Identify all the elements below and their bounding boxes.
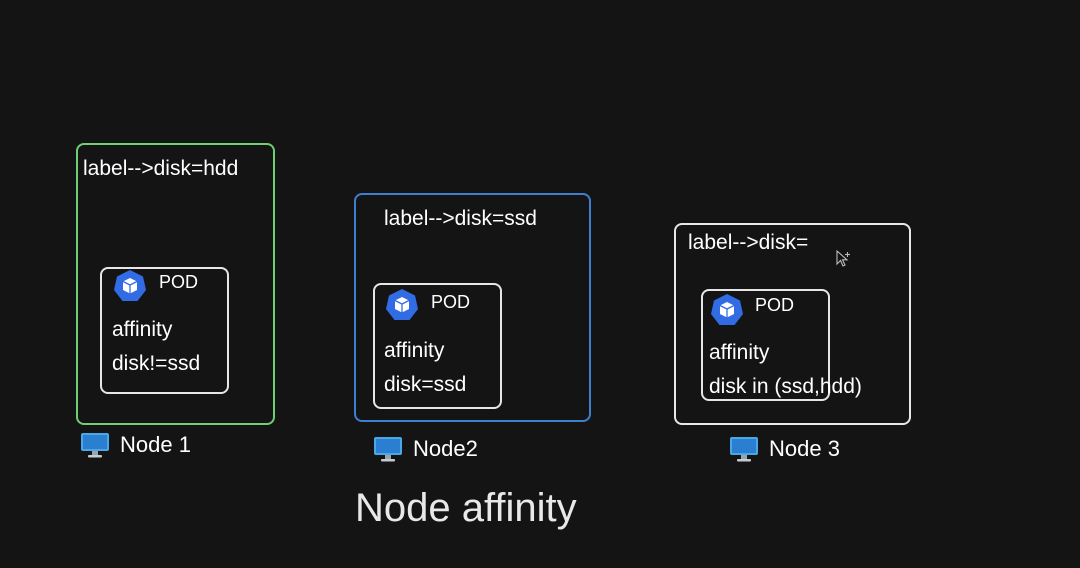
computer-monitor-icon bbox=[81, 433, 109, 458]
node-1-pod-affinity: affinity bbox=[112, 318, 173, 341]
node-3-name: Node 3 bbox=[769, 436, 840, 461]
node-2-caption: Node2 bbox=[373, 436, 478, 462]
node-1-caption: Node 1 bbox=[80, 432, 191, 458]
computer-monitor-icon bbox=[730, 437, 758, 462]
node-2-pod-box bbox=[373, 283, 502, 409]
node-1-box bbox=[76, 143, 275, 425]
node-2-label: label-->disk=ssd bbox=[384, 207, 537, 230]
node-3-pod-affinity: affinity bbox=[709, 341, 770, 364]
kubernetes-pod-icon bbox=[711, 294, 743, 325]
computer-monitor-icon bbox=[374, 437, 402, 462]
cursor-icon bbox=[836, 250, 850, 267]
node-1-pod-title: POD bbox=[159, 272, 199, 292]
node-1-label: label-->disk=hdd bbox=[83, 157, 239, 180]
node-3-pod-box bbox=[701, 289, 830, 401]
node-2-box bbox=[354, 193, 591, 422]
node-3-pod-title: POD bbox=[755, 295, 795, 315]
diagram-title: Node affinity bbox=[355, 486, 577, 530]
node-2-pod-title: POD bbox=[431, 292, 471, 312]
node-3-pod-rule: disk in (ssd,hdd) bbox=[709, 375, 862, 398]
node-3-label: label-->disk= bbox=[688, 231, 809, 254]
node-1-pod-rule: disk!=ssd bbox=[112, 352, 201, 375]
node-2-pod-affinity: affinity bbox=[384, 339, 445, 362]
node-2-name: Node2 bbox=[413, 436, 478, 461]
node-1-pod-box bbox=[100, 267, 229, 394]
node-3-box bbox=[674, 223, 911, 425]
kubernetes-pod-icon bbox=[114, 270, 146, 301]
node-2-pod-rule: disk=ssd bbox=[384, 373, 467, 396]
node-1-name: Node 1 bbox=[120, 432, 191, 457]
kubernetes-pod-icon bbox=[386, 289, 418, 320]
node-3-caption: Node 3 bbox=[729, 436, 840, 462]
